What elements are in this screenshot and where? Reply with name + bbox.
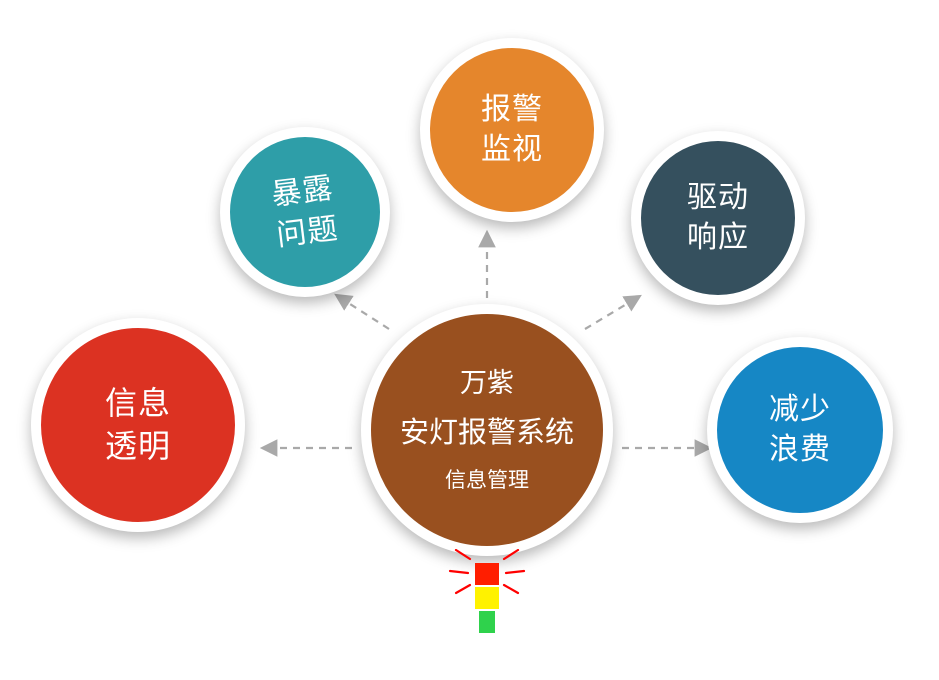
center-text-stack: 万紫 安灯报警系统 信息管理 — [400, 367, 574, 493]
center-title-main: 安灯报警系统 — [399, 417, 574, 450]
satellite-label-expose-problems: 暴露 问题 — [269, 171, 341, 252]
satellite-label-drive-response: 驱动 响应 — [687, 180, 749, 255]
satellite-label-reduce-waste: 减少 浪费 — [769, 392, 831, 467]
andon-ray-icon — [454, 583, 472, 595]
satellite-label-alarm-monitoring: 报警 监视 — [481, 92, 543, 167]
satellite-circle-info-transparency: 信息 透明 — [31, 318, 245, 532]
satellite-label-info-transparency: 信息 透明 — [104, 384, 171, 464]
satellite-circle-expose-problems: 暴露 问题 — [220, 127, 390, 297]
satellite-circle-alarm-monitoring: 报警 监视 — [420, 38, 604, 222]
andon-ray-icon — [504, 569, 526, 575]
andon-ray-icon — [502, 583, 520, 595]
andon-ray-icon — [454, 549, 472, 561]
andon-ray-icon — [448, 569, 470, 575]
andon-light-icon — [448, 549, 526, 633]
arrow-to-drive-response — [584, 294, 642, 330]
center-title-bottom: 信息管理 — [444, 469, 529, 492]
center-circle: 万紫 安灯报警系统 信息管理 — [361, 304, 613, 556]
andon-ray-icon — [502, 549, 520, 561]
satellite-circle-drive-response: 驱动 响应 — [631, 131, 805, 305]
satellite-circle-reduce-waste: 减少 浪费 — [707, 337, 893, 523]
center-title-top: 万紫 — [459, 367, 514, 398]
andon-red-lamp — [475, 563, 499, 585]
arrow-to-expose-problems — [334, 293, 390, 330]
andon-yellow-lamp — [475, 587, 499, 609]
andon-green-lamp — [479, 611, 495, 633]
